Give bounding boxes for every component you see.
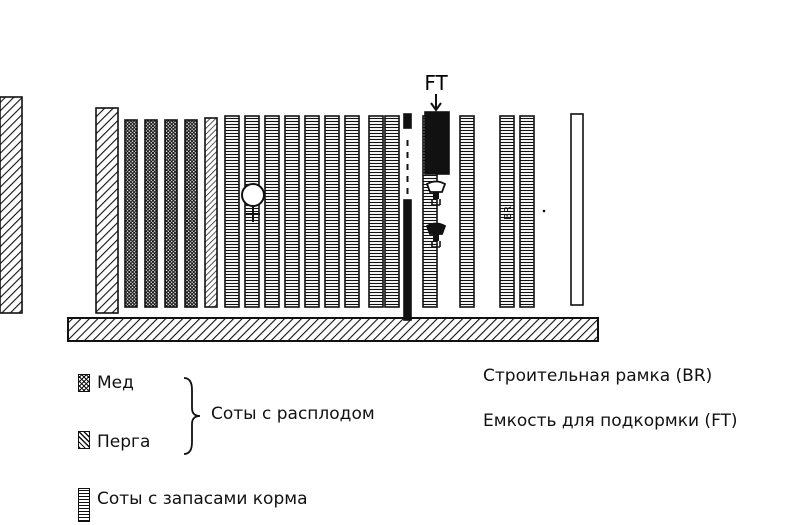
legend-perga-label: Перга: [97, 432, 151, 452]
legend-honey-swatch: [78, 374, 90, 392]
honey-comb: [184, 119, 198, 308]
food-comb: [459, 115, 475, 308]
brace-icon: [183, 377, 201, 455]
hive-floor: [67, 317, 599, 342]
food-comb: [224, 115, 240, 308]
legend-perga-swatch: [78, 431, 90, 449]
dot-mark: [542, 209, 546, 213]
food-comb: [304, 115, 320, 308]
arrow-down-icon: [430, 94, 442, 112]
queen-symbol-icon: [241, 183, 265, 222]
perga-comb: [204, 117, 218, 308]
hive-side-wall: [95, 107, 119, 314]
hive-combs: [0, 96, 584, 321]
legend-builder-frame-label: Строительная рамка (BR): [483, 366, 713, 386]
food-comb: [499, 115, 515, 308]
builder-frame-br-label: BR: [503, 206, 514, 220]
legend-honey-label: Мед: [97, 373, 134, 393]
bee-icon: [425, 180, 447, 206]
legend-brood-combs-label: Соты с расплодом: [211, 404, 375, 424]
legend-feeder-label: Емкость для подкормки (FT): [483, 411, 738, 431]
food-comb: [384, 115, 400, 308]
hive-side-wall: [0, 96, 23, 314]
food-comb: [519, 115, 535, 308]
food-comb: [368, 115, 384, 308]
food-comb: [284, 115, 300, 308]
feeder-ft: [424, 111, 450, 175]
legend-food-combs-label: Соты с запасами корма: [97, 489, 308, 509]
partition-board: [403, 113, 412, 129]
partition-board: [403, 199, 412, 321]
honey-comb: [124, 119, 138, 308]
food-comb: [344, 115, 360, 308]
bee-icon: [425, 222, 447, 248]
feeder-ft-label: FT: [424, 71, 448, 95]
honey-comb: [144, 119, 158, 308]
legend-food-combs-swatch: [78, 488, 90, 522]
builder-frame-br: [570, 113, 584, 306]
food-comb: [324, 115, 340, 308]
honey-comb: [164, 119, 178, 308]
food-comb: [264, 115, 280, 308]
